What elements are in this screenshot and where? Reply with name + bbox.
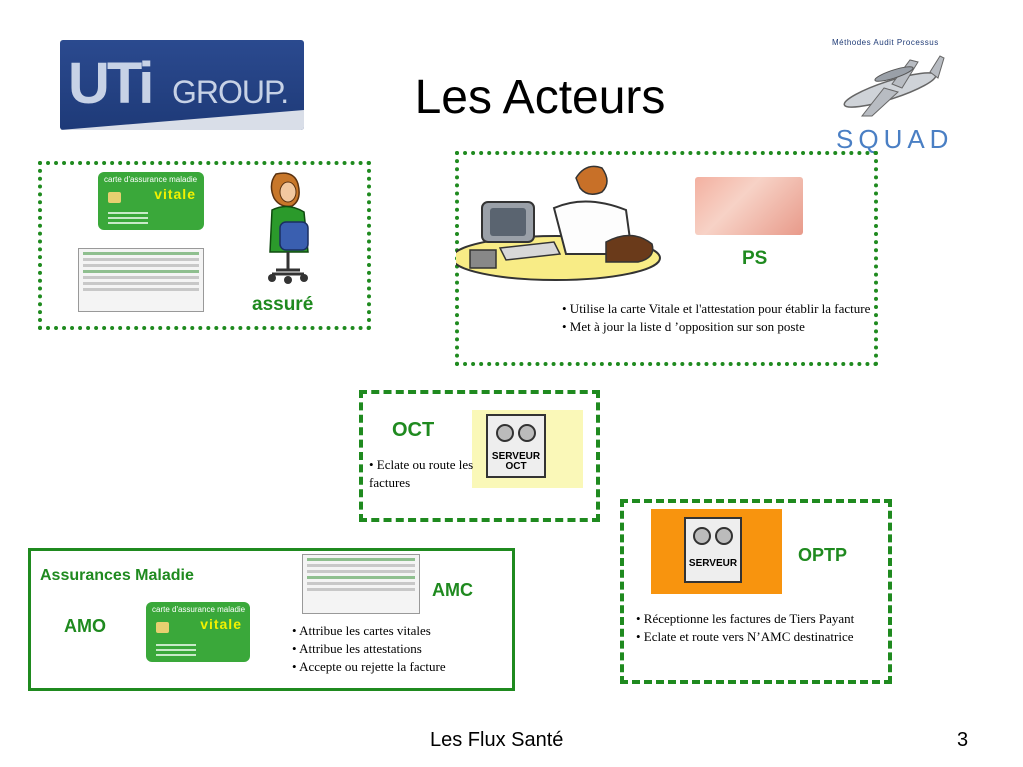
amo-card-chip-icon: [156, 622, 169, 633]
airplane-icon: [843, 55, 945, 117]
assurances-title: Assurances Maladie: [40, 567, 194, 584]
optp-label: OPTP: [798, 545, 848, 565]
squad-logo: Méthodes Audit Processus SQUAD: [826, 38, 950, 154]
oct-label: OCT: [392, 419, 435, 441]
uti-group-logo: UTi GROUP.: [60, 40, 304, 130]
ps-bullets: • Utilise la carte Vitale et l'attestati…: [562, 300, 872, 336]
oct-server-label-2: OCT: [505, 461, 527, 472]
ps-bullet-2: • Met à jour la liste d ’opposition sur …: [562, 319, 805, 334]
optp-bullet-1: • Réceptionne les factures de Tiers Paya…: [636, 611, 855, 626]
amo-vitale-card: carte d'assurance maladie vitale: [146, 602, 250, 662]
card-chip-icon: [108, 192, 121, 203]
amc-label: AMC: [432, 580, 473, 600]
amo-card-header: carte d'assurance maladie: [152, 605, 246, 614]
attestation-document: [78, 248, 204, 312]
uti-logo-main: UTi: [68, 51, 154, 116]
assurances-bullet-1: • Attribue les cartes vitales: [292, 623, 431, 638]
oct-server-label-1: SERVEUR: [491, 451, 541, 462]
doctor-at-computer-icon: [456, 165, 661, 281]
assurances-bullet-3: • Accepte ou rejette la facture: [292, 659, 446, 674]
page-number: 3: [957, 729, 969, 751]
uti-logo-sub: GROUP.: [172, 74, 289, 110]
vitale-brand: vitale: [154, 186, 196, 202]
oct-bullet-1: • Eclate ou route les factures: [369, 457, 474, 490]
vitale-card-header: carte d'assurance maladie: [104, 175, 198, 184]
oct-box: [359, 390, 600, 522]
optp-server-icon: SERVEUR: [684, 517, 742, 583]
footer-text: Les Flux Santé: [430, 729, 564, 751]
assurances-box: [28, 548, 515, 691]
slide-title: Les Acteurs: [414, 71, 666, 124]
amc-attestation-document: [302, 554, 420, 614]
oct-bullets: • Eclate ou route les factures: [369, 456, 477, 492]
vitale-card: carte d'assurance maladie vitale: [98, 172, 204, 230]
optp-server-label: SERVEUR: [688, 558, 738, 569]
optp-bullets: • Réceptionne les factures de Tiers Paya…: [636, 610, 886, 646]
oct-server-icon: SERVEUR OCT: [486, 414, 546, 478]
squad-tagline: Méthodes Audit Processus: [832, 38, 939, 47]
assurances-bullets: • Attribue les cartes vitales • Attribue…: [292, 622, 506, 676]
ps-label: PS: [742, 248, 768, 269]
amo-vitale-brand: vitale: [200, 616, 242, 632]
card-lines: [108, 209, 148, 224]
amo-label: AMO: [64, 616, 106, 636]
ps-bullet-1: • Utilise la carte Vitale et l'attestati…: [562, 301, 871, 316]
squad-word: SQUAD: [836, 124, 954, 154]
optp-bullet-2: • Eclate et route vers N’AMC destinatric…: [636, 629, 854, 644]
optp-box: [620, 499, 892, 684]
insured-person-icon: [268, 172, 309, 284]
assurances-bullet-2: • Attribue les attestations: [292, 641, 422, 656]
assure-box: [38, 161, 371, 330]
amo-card-lines: [156, 641, 196, 656]
health-professional-card: [695, 177, 803, 235]
assure-label: assuré: [252, 294, 314, 315]
